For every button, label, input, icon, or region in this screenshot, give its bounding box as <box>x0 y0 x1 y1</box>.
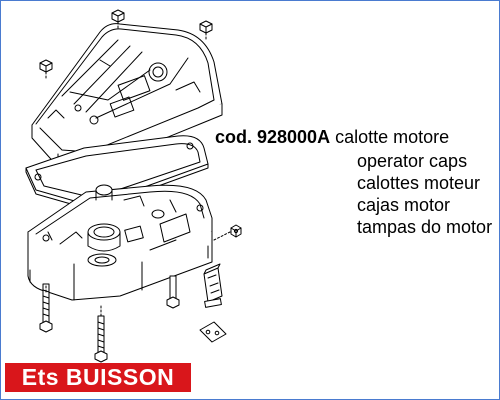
ets-buisson-logo: Ets BUISSON <box>5 363 191 392</box>
lower-housing <box>27 184 213 301</box>
small-link <box>199 321 227 343</box>
gasket <box>25 135 209 211</box>
bolts <box>39 275 180 363</box>
bracket-plate <box>203 263 223 308</box>
description-italian: calotte motore <box>335 127 450 147</box>
description-french: calottes moteur <box>357 173 481 193</box>
description-english: operator caps <box>357 151 468 171</box>
product-code-line: cod. 928000A calotte motore <box>215 126 449 148</box>
product-code: cod. 928000A <box>215 127 331 147</box>
description-spanish: cajas motor <box>357 195 451 215</box>
top-screws <box>39 9 213 79</box>
description-portuguese: tampas do motor <box>357 217 493 237</box>
small-nut <box>213 224 242 241</box>
